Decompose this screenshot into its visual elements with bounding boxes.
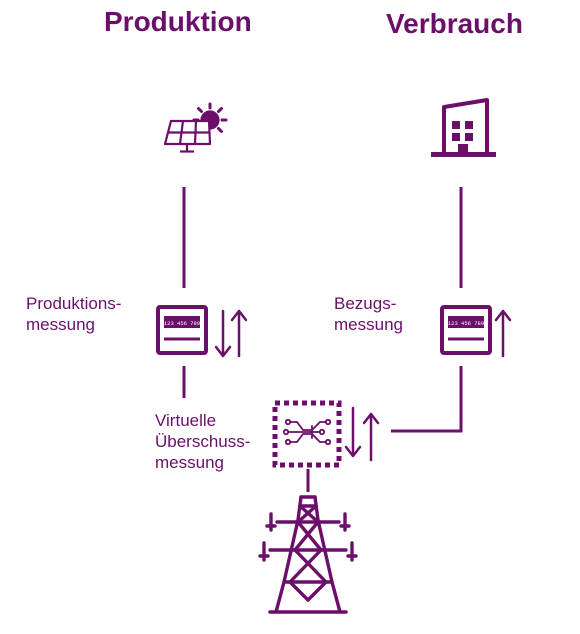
solar-panel-icon [163,102,228,153]
consumption-meter-icon: 123 456 789 [440,305,492,355]
consumption-heading: Verbrauch [386,8,523,39]
virtual-meter-icon [272,400,342,468]
consumption-to-grid-connector [391,366,463,433]
production-meter-display: 123 456 789 [164,320,200,327]
consumption-meter-label-line-2: messung [334,315,403,334]
consumption-up-arrow-icon [494,309,512,358]
power-pylon-icon [258,495,358,614]
virtual-meter-label-line-1: Virtuelle [155,411,217,430]
production-heading: Produktion [104,6,252,37]
consumption-meter-display: 123 456 789 [448,320,484,327]
virtual-bidirectional-arrows-icon [344,406,380,462]
production-meter-label-line-1: Produktions- [26,294,122,313]
virtual-meter-label-line-3: messung [155,453,224,472]
consumption-meter-label: Bezugs- messung [334,293,403,335]
virtual-meter-label: Virtuelle Überschuss- messung [155,410,250,473]
circuit-chip-icon [282,418,332,446]
production-meter-icon: 123 456 789 [156,305,208,355]
building-icon [431,98,496,157]
virtual-meter-label-line-2: Überschuss- [155,432,251,451]
production-bidirectional-arrows-icon [214,309,248,358]
production-meter-label-line-2: messung [26,315,95,334]
consumption-meter-label-line-1: Bezugs- [334,294,397,313]
production-meter-label: Produktions- messung [26,293,121,335]
